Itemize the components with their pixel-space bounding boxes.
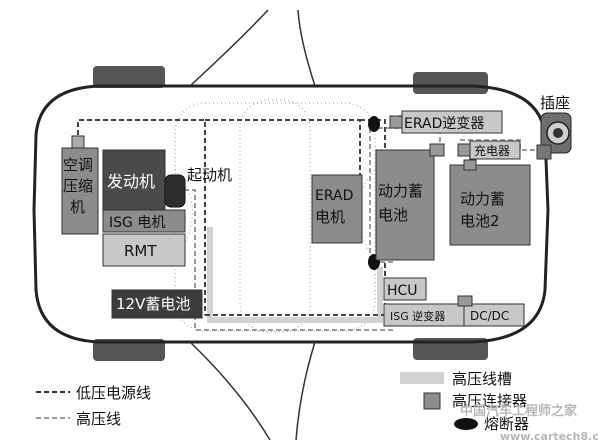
power-battery-2-label-1: 动力蓄 xyxy=(460,190,505,208)
erad-motor-label-2: 电机 xyxy=(315,208,345,226)
power-battery-2-box xyxy=(449,164,531,246)
high-voltage-line-2 xyxy=(370,115,401,129)
dcdc-box xyxy=(463,303,525,327)
watermark-url: www.cartech8.com xyxy=(500,430,599,443)
wheel-front-right xyxy=(413,72,488,94)
legend-fuse-icon xyxy=(454,418,478,430)
engine-label: 发动机 xyxy=(107,172,155,191)
starter-label: 起动机 xyxy=(187,166,232,184)
legend-high-voltage-label: 高压线 xyxy=(76,410,121,428)
rear-pillar-right xyxy=(295,341,316,441)
legend-hv-connector-label: 高压连接器 xyxy=(452,392,527,410)
charger-label: 充电器 xyxy=(474,143,510,158)
erad-motor-label-1: ERAD xyxy=(315,188,353,204)
wheel-rear-left xyxy=(93,339,165,361)
center-console-outline xyxy=(239,99,311,333)
hv-cable-tray-path xyxy=(207,227,383,323)
power-battery-2-label-2: 电池2 xyxy=(460,212,500,230)
power-battery-label-1: 动力蓄 xyxy=(378,182,423,200)
a-pillar-upper xyxy=(189,9,269,87)
battery-12v-box xyxy=(111,289,203,319)
rmt-label: RMT xyxy=(124,242,157,260)
hcu-label: HCU xyxy=(387,283,418,299)
socket-core-icon xyxy=(553,128,563,138)
watermark-text: 中国汽车工程师之家 xyxy=(460,403,578,419)
isg-inverter-label: ISG 逆变器 xyxy=(390,309,445,323)
erad-motor-box xyxy=(311,174,363,244)
dcdc-label: DC/DC xyxy=(470,309,509,323)
erad-inverter-connector xyxy=(389,115,403,129)
legend-hv-tray-swatch xyxy=(400,372,444,384)
legend-hv-tray-label: 高压线槽 xyxy=(452,370,512,388)
isg-motor-label: ISG 电机 xyxy=(109,215,165,231)
rear-pillar-left xyxy=(189,341,271,441)
isg-motor-box xyxy=(102,209,186,233)
erad-inverter-label: ERAD逆变器 xyxy=(404,116,484,132)
dcdc-connector xyxy=(457,295,473,307)
legend-low-voltage-label: 低压电源线 xyxy=(76,384,151,402)
starter-box xyxy=(164,174,186,208)
legend-hv-connector-swatch xyxy=(423,392,441,410)
rmt-box xyxy=(102,233,186,267)
engine-box xyxy=(102,149,166,211)
a-pillar-lower xyxy=(297,9,316,87)
cabin-outline xyxy=(174,102,376,332)
power-battery-2-connector xyxy=(463,159,477,171)
ac-compressor-label-1: 空调 xyxy=(63,156,93,174)
battery-12v-label: 12V蓄电池 xyxy=(116,295,190,313)
fuse-erad-icon xyxy=(368,116,380,132)
legend-fuse-label: 熔断器 xyxy=(484,415,529,433)
wheel-front-left xyxy=(93,66,165,88)
power-battery-box xyxy=(375,149,435,261)
hcu-box xyxy=(383,277,427,301)
power-battery-label-2: 电池 xyxy=(378,206,408,224)
ac-compressor-connector xyxy=(71,135,85,149)
ac-compressor-label-3: 机 xyxy=(70,198,85,216)
high-voltage-line-3 xyxy=(369,128,395,263)
socket-label: 插座 xyxy=(540,94,570,112)
socket-connector xyxy=(536,144,552,160)
power-battery-connector xyxy=(429,143,445,157)
ac-compressor-label-2: 压缩 xyxy=(63,177,93,195)
charger-connector xyxy=(457,143,471,157)
car-body-outline xyxy=(32,84,550,344)
